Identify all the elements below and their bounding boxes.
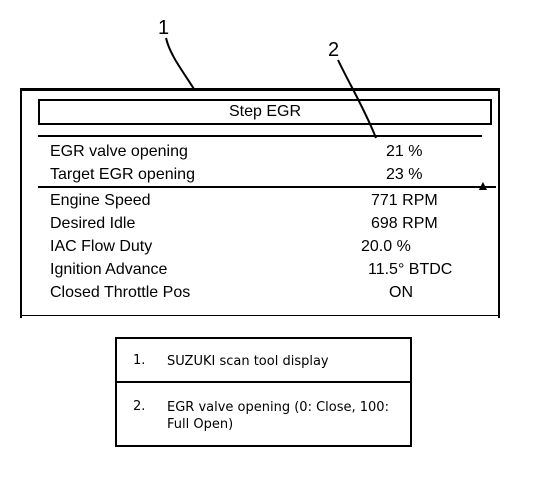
data-row-egr-valve-opening: EGR valve opening 21 % bbox=[50, 141, 498, 163]
row-label: EGR valve opening bbox=[50, 143, 188, 160]
screen-bottom-edge bbox=[20, 315, 500, 316]
legend-text: EGR valve opening (0: Close, 100: Full O… bbox=[167, 400, 389, 432]
callout-1-leader bbox=[165, 37, 195, 90]
legend-divider bbox=[117, 381, 410, 383]
row-label: Target EGR opening bbox=[50, 166, 195, 183]
data-row-engine-speed: Engine Speed 771 RPM bbox=[50, 190, 498, 212]
section-divider bbox=[38, 186, 496, 188]
row-value: 21 % bbox=[386, 143, 423, 160]
data-row-closed-throttle-pos: Closed Throttle Pos ON bbox=[50, 282, 498, 304]
row-label: Desired Idle bbox=[50, 215, 136, 232]
legend-number: 2. bbox=[133, 399, 146, 414]
row-label: Ignition Advance bbox=[50, 261, 168, 278]
data-row-target-egr-opening: Target EGR opening 23 % bbox=[50, 164, 498, 186]
row-label: Engine Speed bbox=[50, 192, 151, 209]
legend-text: SUZUKI scan tool display bbox=[167, 354, 329, 369]
scan-tool-display: Step EGR EGR valve opening 21 % Target E… bbox=[20, 88, 500, 318]
row-value: 771 RPM bbox=[371, 192, 438, 209]
row-label: IAC Flow Duty bbox=[50, 238, 153, 255]
row-value: 11.5° BTDC bbox=[368, 261, 453, 278]
legend-number: 1. bbox=[133, 353, 146, 368]
scroll-up-icon: ▲ bbox=[476, 177, 490, 193]
data-row-desired-idle: Desired Idle 698 RPM bbox=[50, 213, 498, 235]
callout-2-leader bbox=[337, 59, 377, 139]
callout-number-1: 1 bbox=[158, 17, 170, 39]
row-value: 23 % bbox=[386, 166, 423, 183]
callout-number-2: 2 bbox=[328, 39, 340, 61]
data-row-iac-flow-duty: IAC Flow Duty 20.0 % bbox=[50, 236, 498, 258]
row-value: 698 RPM bbox=[371, 215, 438, 232]
screen-title: Step EGR bbox=[38, 99, 492, 125]
row-label: Closed Throttle Pos bbox=[50, 284, 191, 301]
row-value: ON bbox=[389, 284, 413, 301]
data-row-ignition-advance: Ignition Advance 11.5° BTDC bbox=[50, 259, 498, 281]
title-underline bbox=[38, 135, 482, 137]
legend-table: 1. SUZUKI scan tool display 2. EGR valve… bbox=[115, 337, 412, 447]
row-value: 20.0 % bbox=[361, 238, 411, 255]
